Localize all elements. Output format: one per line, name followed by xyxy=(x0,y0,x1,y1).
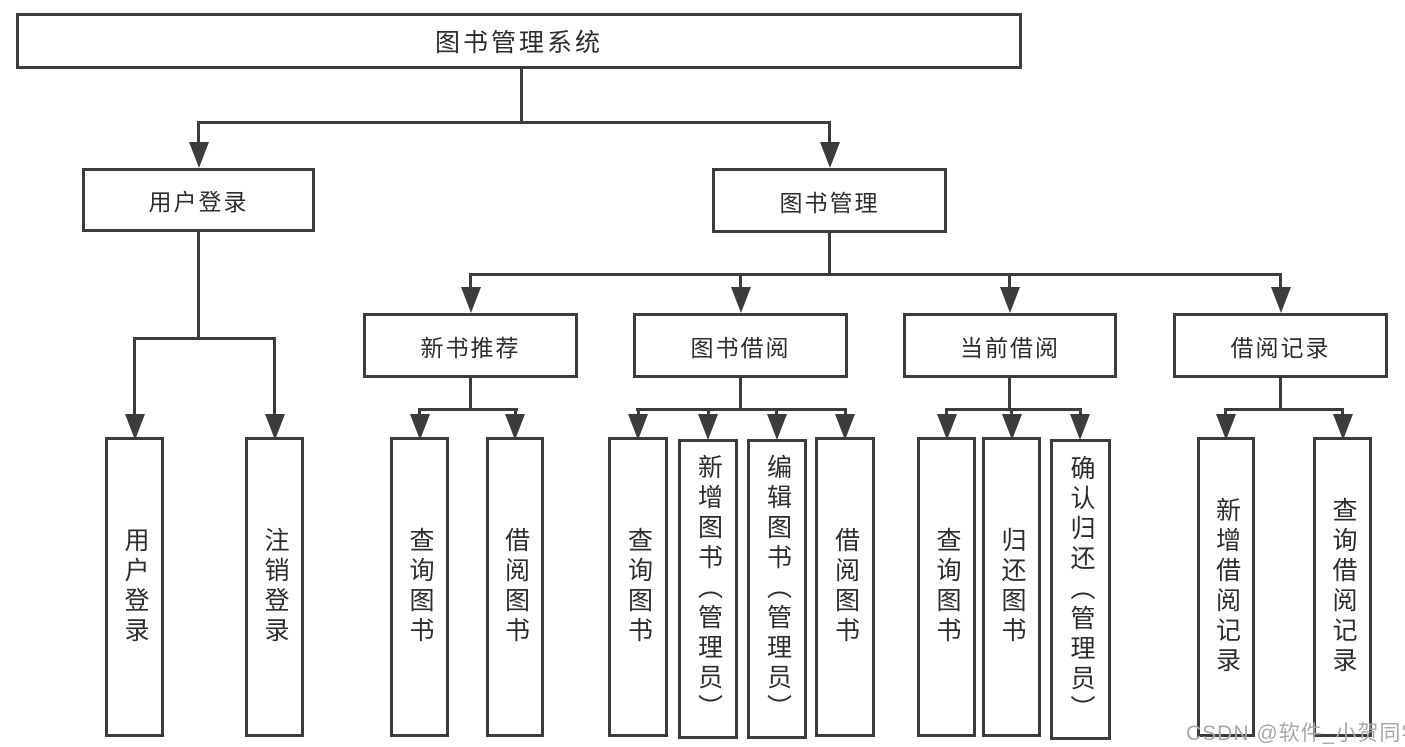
leaf-query-books-2-label: 查询图书 xyxy=(624,527,653,647)
csdn-watermark: CSDN @软件_小贺同学 xyxy=(1186,722,1405,745)
connector-group4-stem xyxy=(1008,378,1011,408)
leaf-add-book-admin-label: 新增图书（管理员） xyxy=(694,454,723,724)
arrowhead xyxy=(628,414,648,440)
connector-branch xyxy=(775,408,778,416)
arrowhead xyxy=(461,287,481,313)
leaf-borrow-books-1: 借阅图书 xyxy=(486,437,544,737)
node-current-borrow-label: 当前借阅 xyxy=(960,334,1060,361)
node-book-borrow-label: 图书借阅 xyxy=(690,334,791,361)
connector-branch xyxy=(418,408,421,416)
arrowhead xyxy=(1002,414,1022,440)
connector-branch-borrow-records xyxy=(1279,273,1282,289)
leaf-return-book: 归还图书 xyxy=(982,437,1041,737)
leaf-confirm-return-admin: 确认归还（管理员） xyxy=(1050,439,1111,740)
connector-branch-book-borrow xyxy=(739,273,742,289)
connector-group3-stem xyxy=(739,378,742,408)
connector-root-stem xyxy=(520,69,523,121)
node-new-book-recommend: 新书推荐 xyxy=(363,313,578,378)
leaf-query-books-1-label: 查询图书 xyxy=(406,527,434,647)
connector-level1-split xyxy=(197,121,831,124)
connector-level3-split xyxy=(469,273,1282,276)
leaf-query-borrow-record-label: 查询借阅记录 xyxy=(1329,497,1357,677)
leaf-add-borrow-record: 新增借阅记录 xyxy=(1197,437,1255,737)
connector-group2-split xyxy=(418,408,518,411)
node-user-login-label: 用户登录 xyxy=(148,189,249,215)
arrowhead xyxy=(698,414,718,440)
node-book-management: 图书管理 xyxy=(712,168,947,233)
arrowhead xyxy=(265,414,285,440)
leaf-logout: 注销登录 xyxy=(245,437,304,737)
leaf-edit-book-admin-label: 编辑图书（管理员） xyxy=(763,454,792,724)
leaf-query-borrow-record: 查询借阅记录 xyxy=(1313,437,1372,737)
connector-branch xyxy=(514,408,517,416)
leaf-logout-label: 注销登录 xyxy=(261,527,289,647)
leaf-confirm-return-admin-label: 确认归还（管理员） xyxy=(1067,454,1095,725)
arrowhead xyxy=(937,414,957,440)
connector-management-stem xyxy=(828,233,831,273)
arrowhead xyxy=(835,414,855,440)
connector-branch xyxy=(637,408,640,416)
leaf-edit-book-admin: 编辑图书（管理员） xyxy=(747,439,807,739)
connector-branch xyxy=(1224,408,1227,416)
arrowhead xyxy=(1000,287,1020,313)
connector-branch xyxy=(1079,408,1082,416)
leaf-query-books-2: 查询图书 xyxy=(608,437,668,737)
connector-branch-current-borrow xyxy=(1008,273,1011,289)
leaf-borrow-books-2-label: 借阅图书 xyxy=(831,527,860,647)
arrowhead xyxy=(767,414,787,440)
node-borrow-records: 借阅记录 xyxy=(1173,313,1388,378)
arrowhead xyxy=(731,287,751,313)
connector-branch-user-login xyxy=(197,121,200,146)
arrowhead xyxy=(820,142,840,168)
connector-group4-split xyxy=(945,408,1082,411)
leaf-borrow-books-2: 借阅图书 xyxy=(815,437,875,737)
node-current-borrow: 当前借阅 xyxy=(903,313,1117,378)
arrowhead xyxy=(1216,414,1236,440)
connector-login-stem xyxy=(197,232,200,337)
leaf-user-login-label: 用户登录 xyxy=(121,527,149,647)
leaf-borrow-books-1-label: 借阅图书 xyxy=(501,527,530,647)
node-root-library-system: 图书管理系统 xyxy=(16,13,1022,69)
leaf-add-borrow-record-label: 新增借阅记录 xyxy=(1212,497,1241,677)
connector-branch xyxy=(844,408,847,416)
node-book-management-label: 图书管理 xyxy=(779,189,880,216)
leaf-user-login: 用户登录 xyxy=(105,437,164,737)
node-new-book-recommend-label: 新书推荐 xyxy=(420,334,521,361)
connector-group2-stem xyxy=(469,378,472,408)
node-borrow-records-label: 借阅记录 xyxy=(1230,334,1331,361)
leaf-return-book-label: 归还图书 xyxy=(998,527,1026,647)
connector-group5-split xyxy=(1224,408,1344,411)
arrowhead xyxy=(410,414,430,440)
arrowhead xyxy=(125,414,145,440)
arrowhead xyxy=(505,414,525,440)
leaf-query-books-3: 查询图书 xyxy=(917,437,976,737)
connector-branch xyxy=(1010,408,1013,416)
connector-login-split xyxy=(133,337,276,340)
connector-branch xyxy=(945,408,948,416)
leaf-query-books-3-label: 查询图书 xyxy=(933,527,961,647)
connector-group3-split xyxy=(636,408,847,411)
connector-branch-leaf-logout xyxy=(273,337,276,415)
connector-branch-leaf-login xyxy=(133,337,136,415)
node-root-label: 图书管理系统 xyxy=(434,29,603,57)
arrowhead xyxy=(1070,414,1090,440)
arrowhead xyxy=(189,142,209,168)
leaf-add-book-admin: 新增图书（管理员） xyxy=(678,439,738,739)
arrowhead xyxy=(1333,414,1353,440)
node-book-borrow: 图书借阅 xyxy=(633,313,848,378)
leaf-query-books-1: 查询图书 xyxy=(390,437,449,737)
connector-branch xyxy=(707,408,710,416)
connector-branch xyxy=(1341,408,1344,416)
connector-branch-new-book xyxy=(469,273,472,289)
arrowhead xyxy=(1271,287,1291,313)
node-user-login: 用户登录 xyxy=(82,168,315,232)
connector-branch-book-management xyxy=(828,121,831,146)
connector-group5-stem xyxy=(1279,378,1282,408)
